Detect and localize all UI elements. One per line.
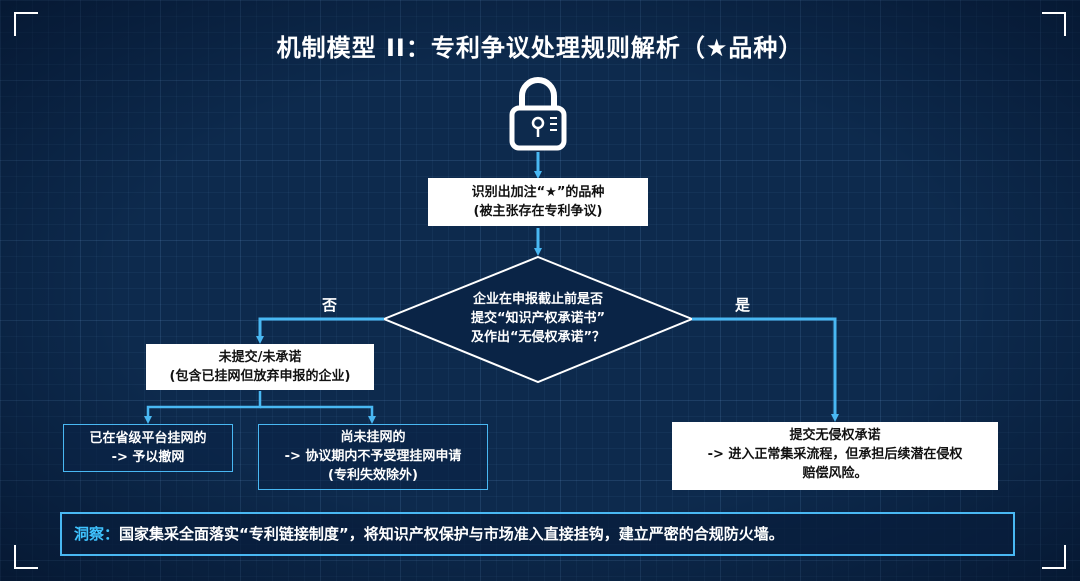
corner-bracket-top-right [1042, 12, 1066, 36]
no-commitment-node: 未提交/未承诺 (包含已挂网但放弃申报的企业) [146, 344, 374, 390]
listed-node: 已在省级平台挂网的 -> 予以撤网 [63, 424, 233, 472]
decision-text: 企业在申报截止前是否 提交“知识产权承诺书” 及作出“无侵权承诺”？ [470, 292, 606, 345]
insight-text: 国家集采全面落实“专利链接制度”，将知识产权保护与市场准入直接挂钩，建立严密的合… [119, 525, 784, 543]
corner-bracket-top-left [14, 12, 38, 36]
unlisted-node: 尚未挂网的 -> 协议期内不予受理挂网申请 (专利失效除外) [258, 424, 488, 490]
branch-yes-label: 是 [735, 296, 751, 314]
insight-label: 洞察： [74, 525, 120, 543]
start-node: 识别出加注“★”的品种 (被主张存在专利争议) [428, 178, 648, 226]
branch-no-label: 否 [322, 296, 338, 314]
decision-diamond [381, 255, 695, 384]
corner-bracket-bottom-right [1042, 545, 1066, 569]
page-title: 机制模型 II：专利争议处理规则解析（★品种） [276, 34, 804, 62]
yes-commitment-node: 提交无侵权承诺 -> 进入正常集采流程，但承担后续潜在侵权 赔偿风险。 [672, 422, 998, 490]
corner-bracket-bottom-left [14, 545, 38, 569]
lock-icon [509, 77, 567, 151]
insight-banner: 洞察：国家集采全面落实“专利链接制度”，将知识产权保护与市场准入直接挂钩，建立严… [60, 512, 1015, 556]
